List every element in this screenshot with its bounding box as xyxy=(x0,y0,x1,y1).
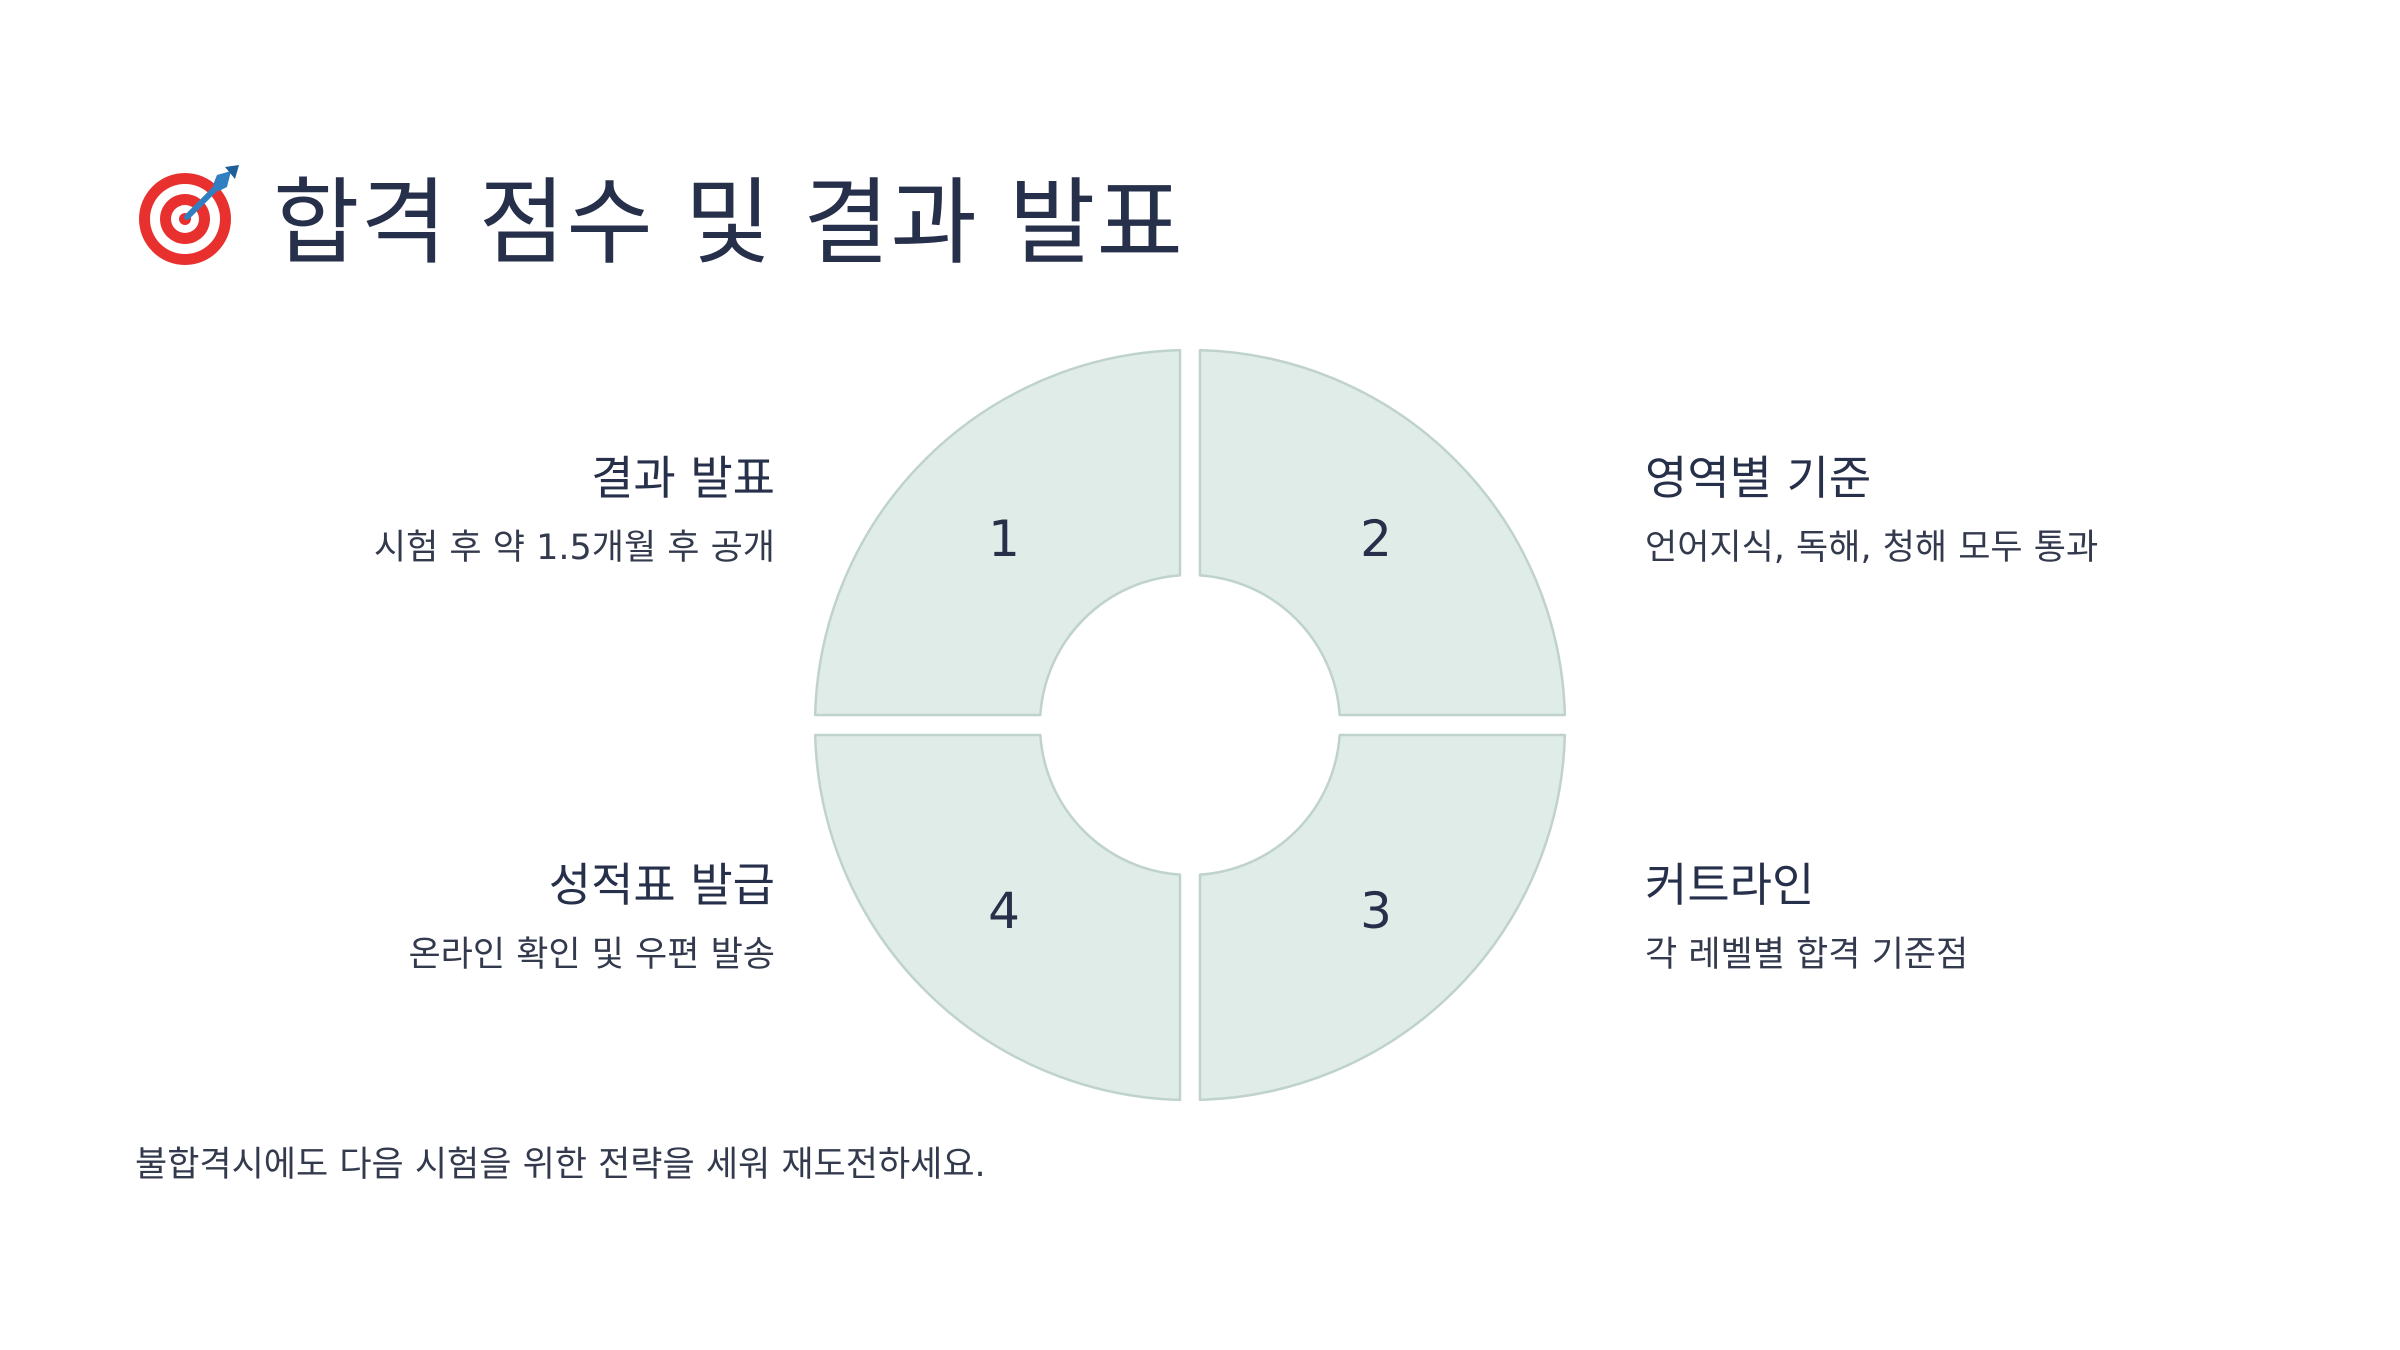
footer-note: 불합격시에도 다음 시험을 위한 전략을 세워 재도전하세요. xyxy=(135,1145,986,1185)
segment-2 xyxy=(1198,348,1567,717)
segment-1-heading: 결과 발표 xyxy=(591,451,775,505)
segment-2-heading: 영역별 기준 xyxy=(1645,451,1872,505)
segment-1-text: 결과 발표 시험 후 약 1.5개월 후 공개 xyxy=(75,448,775,573)
segment-2-number: 2 xyxy=(1360,510,1392,568)
segment-1-number: 1 xyxy=(988,510,1020,568)
segment-1-description: 시험 후 약 1.5개월 후 공개 xyxy=(373,528,775,568)
segment-3-number: 3 xyxy=(1360,882,1392,940)
segment-3-text: 커트라인 각 레벨별 합격 기준점 xyxy=(1645,855,2345,980)
segment-3-heading: 커트라인 xyxy=(1645,858,1815,912)
segment-3 xyxy=(1198,733,1567,1102)
segment-4-number: 4 xyxy=(988,882,1020,940)
target-dart-icon xyxy=(139,165,239,265)
segment-2-text: 영역별 기준 언어지식, 독해, 청해 모두 통과 xyxy=(1645,448,2345,573)
page-title: 합격 점수 및 결과 발표 xyxy=(273,169,1184,278)
segment-3-description: 각 레벨별 합격 기준점 xyxy=(1645,935,1969,975)
segment-1 xyxy=(813,348,1182,717)
segment-4-text: 성적표 발급 온라인 확인 및 우편 발송 xyxy=(75,855,775,980)
title-row: 합격 점수 및 결과 발표 xyxy=(135,150,1184,280)
segment-2-description: 언어지식, 독해, 청해 모두 통과 xyxy=(1645,528,2099,568)
segment-4 xyxy=(813,733,1182,1102)
segment-4-description: 온라인 확인 및 우편 발송 xyxy=(408,935,775,975)
segment-4-heading: 성적표 발급 xyxy=(548,858,775,912)
